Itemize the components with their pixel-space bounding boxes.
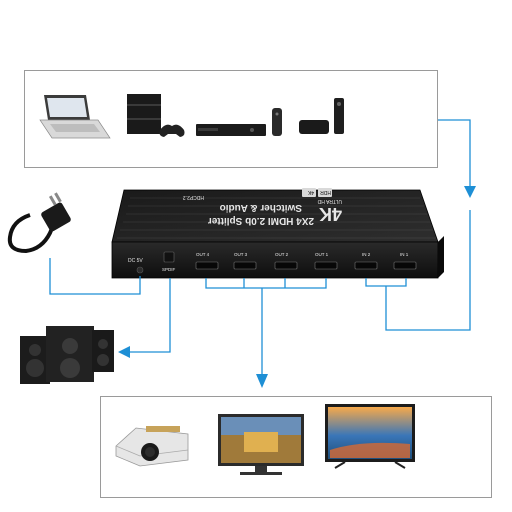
svg-text:OUT 4: OUT 4 (196, 252, 210, 257)
speaker-icon (20, 326, 114, 384)
svg-text:IN 1: IN 1 (400, 252, 409, 257)
svg-text:IN 2: IN 2 (362, 252, 371, 257)
output-port-4: OUT 4 (195, 252, 219, 270)
tv-box-icon (299, 98, 344, 134)
power-port (136, 266, 144, 274)
model-label: HDCP2.2 (183, 194, 204, 200)
svg-text:OUT 3: OUT 3 (234, 252, 248, 257)
splitter-device: 4K ULTRA HD 2X4 HDMI 2.0b Splitter Switc… (111, 188, 444, 279)
output-port-3: OUT 3 (233, 252, 257, 270)
brand-sub: ULTRA HD (317, 198, 342, 204)
brand-badge: 4K (319, 204, 342, 224)
device-title-line1: 2X4 HDMI 2.0b Splitter (208, 215, 314, 226)
input-port-2: IN 2 (354, 252, 378, 270)
source-devices-panel (24, 70, 438, 168)
projector-icon (115, 426, 189, 467)
svg-text:OUT 2: OUT 2 (275, 252, 289, 257)
power-port-label: DC 5V (128, 258, 143, 264)
connection-lines (49, 119, 471, 376)
game-console-icon (127, 94, 185, 137)
tv-icon (325, 404, 415, 469)
spdif-port-label: SPDIF (162, 267, 176, 272)
feature-badge-hdr (318, 188, 332, 197)
dvd-player-icon (196, 108, 282, 136)
svg-text:OUT 1: OUT 1 (315, 252, 329, 257)
device-title-line2: Switcher & Audio (220, 202, 302, 213)
output-port-1: OUT 1 (314, 252, 338, 270)
input-port-1: IN 1 (393, 252, 417, 270)
arrowheads (118, 186, 476, 388)
power-adapter-icon (7, 192, 71, 254)
arrow-to-inputs (464, 186, 476, 198)
svg-text:4K: 4K (307, 189, 314, 195)
laptop-icon (39, 95, 111, 139)
spdif-port (163, 251, 175, 263)
svg-text:HDR: HDR (320, 189, 331, 195)
monitor-icon (218, 414, 304, 475)
arrow-to-speakers (118, 346, 130, 358)
feature-badge-4k (302, 188, 316, 197)
arrow-to-displays (256, 374, 268, 388)
output-port-2: OUT 2 (274, 252, 298, 270)
